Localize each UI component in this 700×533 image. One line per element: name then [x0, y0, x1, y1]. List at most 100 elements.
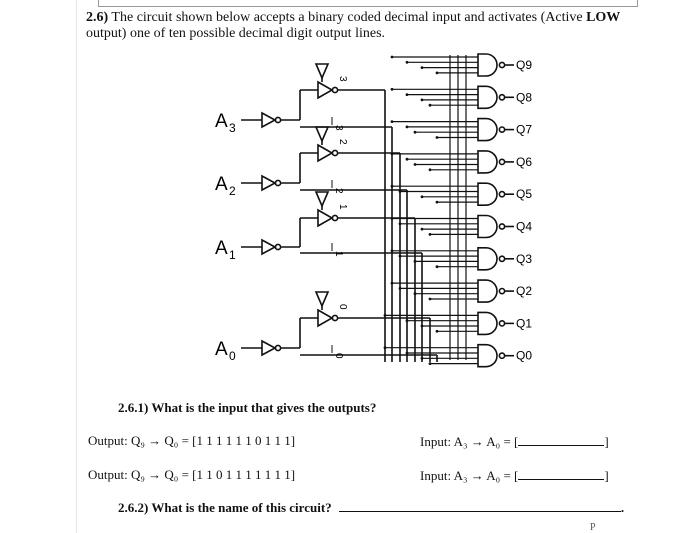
junction-dot [428, 297, 432, 301]
vertical-buffer-a3 [314, 63, 330, 81]
output-label-q4: Q4 [516, 220, 532, 234]
true-rail-label-3: 3 [337, 76, 348, 82]
junction-dot [413, 130, 417, 134]
output-label-q6: Q6 [516, 155, 532, 169]
complement-rail-label-1: 1 [333, 251, 344, 257]
junction-dot [420, 195, 424, 199]
answer-blank-1[interactable] [518, 433, 605, 446]
second-inverter-a2 [317, 143, 334, 163]
vertical-buffer-a0 [314, 291, 330, 309]
nand-bubble-q5 [498, 190, 506, 198]
nand-bubble-q0 [498, 352, 506, 360]
junction-dot [435, 71, 439, 75]
previous-box-border [98, 0, 638, 7]
input-row-1: Input: A₃ → A₀ = [] [420, 433, 609, 450]
input-row-1-close: ] [604, 434, 609, 449]
junction-dot [428, 233, 432, 236]
complement-rail-label-0: 0 [333, 353, 344, 359]
output-label-q3: Q3 [516, 252, 532, 266]
problem-text-bold: LOW [586, 10, 621, 25]
question-2-6-2-end: . [620, 500, 625, 515]
junction-dot [383, 314, 387, 317]
input-label-sub-2: 2 [229, 184, 236, 198]
junction-dot [435, 136, 439, 139]
problem-text-b: output) one of ten possible decimal digi… [86, 26, 386, 41]
nand-gate-q5 [477, 182, 498, 206]
answer-blank-3[interactable] [338, 499, 621, 512]
junction-dot [390, 217, 394, 220]
output-row-1: Output: Q₉ → Q₀ = [1 1 1 1 1 1 0 1 1 1] [88, 433, 296, 448]
nand-bubble-q3 [498, 255, 506, 263]
input-label-a3: A [215, 111, 228, 132]
question-2-6-1: 2.6.1) What is the input that gives the … [118, 400, 377, 415]
second-inverter-a1 [317, 208, 334, 228]
input-label-sub-3: 3 [229, 121, 236, 135]
true-rail-label-1: 1 [337, 204, 348, 210]
junction-dot [405, 60, 409, 64]
problem-statement: 2.6) The circuit shown below accepts a b… [86, 10, 666, 42]
question-2-6-2: 2.6.2) What is the name of this circuit?… [118, 499, 624, 516]
nand-bubble-q1 [498, 319, 506, 327]
true-rail-label-2: 2 [337, 139, 348, 145]
nand-gate-q8 [477, 85, 498, 110]
output-label-q1: Q1 [516, 316, 532, 330]
complement-rail-label-3: 3 [333, 125, 344, 131]
junction-dot [405, 93, 409, 96]
nand-bubble-q6 [498, 158, 506, 166]
answer-blank-2[interactable] [518, 467, 605, 480]
output-row-2: Output: Q₉ → Q₀ = [1 1 0 1 1 1 1 1 1 1] [88, 467, 296, 482]
input-buffer-a0 [261, 339, 277, 357]
input-label-a1: A [215, 238, 228, 259]
output-label-q5: Q5 [516, 187, 532, 201]
junction-dot [398, 254, 402, 258]
input-buffer-a3 [261, 111, 277, 129]
junction-dot [398, 222, 402, 226]
true-rail-label-0: 0 [337, 304, 348, 310]
junction-dot [435, 200, 439, 204]
input-label-sub-0: 0 [229, 349, 236, 363]
nand-gate-q0 [477, 343, 498, 368]
nand-gate-q4 [477, 214, 498, 239]
input-label-a2: A [215, 174, 228, 195]
output-label-q7: Q7 [516, 123, 532, 137]
input-buffer-a2 [261, 174, 277, 192]
junction-dot [420, 227, 424, 231]
nand-bubble-q7 [498, 126, 506, 134]
problem-number: 2.6) [86, 10, 109, 25]
junction-dot [390, 249, 394, 253]
junction-dot [428, 168, 432, 172]
input-inverter-bubble-a3 [274, 116, 282, 124]
second-inverter-a3 [317, 80, 334, 100]
nand-gate-q3 [477, 247, 498, 271]
nand-bubble-q4 [498, 223, 506, 230]
junction-dot [390, 87, 394, 91]
junction-dot [413, 260, 417, 263]
second-inverter-bubble-a2 [331, 149, 339, 157]
junction-dot [420, 66, 424, 69]
junction-dot [435, 265, 439, 269]
input-label-sub-1: 1 [229, 248, 236, 262]
junction-dot [435, 329, 439, 333]
junction-dot [413, 292, 417, 296]
input-label-a0: A [215, 339, 228, 360]
nand-gate-q6 [477, 150, 498, 174]
problem-text-a: The circuit shown below accepts a binary… [111, 10, 583, 25]
nand-bubble-q9 [498, 61, 506, 69]
output-label-q2: Q2 [516, 284, 532, 298]
junction-dot [413, 163, 417, 166]
output-label-q0: Q0 [516, 349, 532, 363]
second-inverter-a0 [317, 308, 334, 328]
vertical-buffer-a2 [314, 126, 330, 144]
junction-dot [420, 98, 424, 102]
nand-gate-q1 [477, 311, 498, 336]
nand-gate-q2 [477, 279, 498, 303]
input-row-2-close: ] [604, 468, 609, 483]
junction-dot [398, 287, 402, 290]
input-inverter-bubble-a1 [274, 243, 282, 251]
input-inverter-bubble-a0 [274, 344, 282, 352]
input-row-2-label: Input: A₃ → A₀ = [ [420, 468, 519, 483]
junction-dot [405, 319, 409, 323]
junction-dot [405, 157, 409, 161]
second-inverter-bubble-a1 [331, 214, 339, 222]
